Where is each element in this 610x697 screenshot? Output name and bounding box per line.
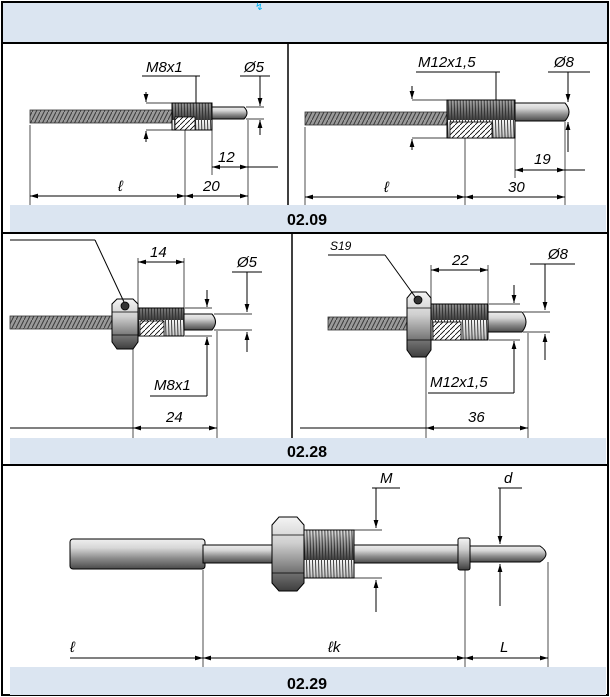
dim-thread: M8x1 <box>146 59 183 76</box>
figure-0209-left: M8x1 Ø5 12 20 ℓ <box>29 59 278 205</box>
dim-thread: M12x1,5 <box>418 54 476 71</box>
dim-top: 22 <box>451 252 469 269</box>
caption-band-r2 <box>10 438 606 464</box>
figure-0228-right: S19 22 Ø8 M12x1,5 36 <box>300 239 575 438</box>
dim-tip: L <box>500 639 508 656</box>
caption-band-r1 <box>10 205 606 232</box>
dim-thread: M <box>380 470 393 487</box>
figure-0229: M d ℓ ℓk L <box>69 470 549 667</box>
figure-0228-left: 14 Ø5 M8x1 24 <box>9 239 262 438</box>
dim-length: ℓ <box>117 178 124 195</box>
dim-diameter: d <box>504 470 513 487</box>
dim-nut: S19 <box>330 239 352 253</box>
dim-span: 24 <box>165 409 183 426</box>
dim-thread: M12x1,5 <box>430 374 488 391</box>
header-band <box>3 3 607 42</box>
dim-span: 36 <box>468 409 485 426</box>
dim-span: 30 <box>508 179 525 196</box>
dim-thread: M8x1 <box>154 377 191 394</box>
dim-tip: 19 <box>534 151 551 168</box>
caption-0209: 02.09 <box>287 212 327 229</box>
figure-0209-right: M12x1,5 Ø8 19 30 ℓ <box>304 54 590 205</box>
dim-diameter: Ø5 <box>236 254 258 271</box>
dim-tip: 12 <box>218 149 235 166</box>
header-mark: ↯ <box>255 2 263 13</box>
dim-diameter: Ø8 <box>547 246 569 263</box>
dim-length: ℓ <box>69 639 76 656</box>
caption-0229: 02.29 <box>287 676 327 693</box>
dim-span: 20 <box>202 178 220 195</box>
dim-top: 14 <box>150 244 167 261</box>
dim-lk: ℓk <box>327 639 342 656</box>
caption-0228: 02.28 <box>287 444 327 461</box>
caption-band-r3 <box>10 667 606 695</box>
dim-length: ℓ <box>383 179 390 196</box>
dim-diameter: Ø5 <box>243 59 265 76</box>
dim-diameter: Ø8 <box>553 54 575 71</box>
